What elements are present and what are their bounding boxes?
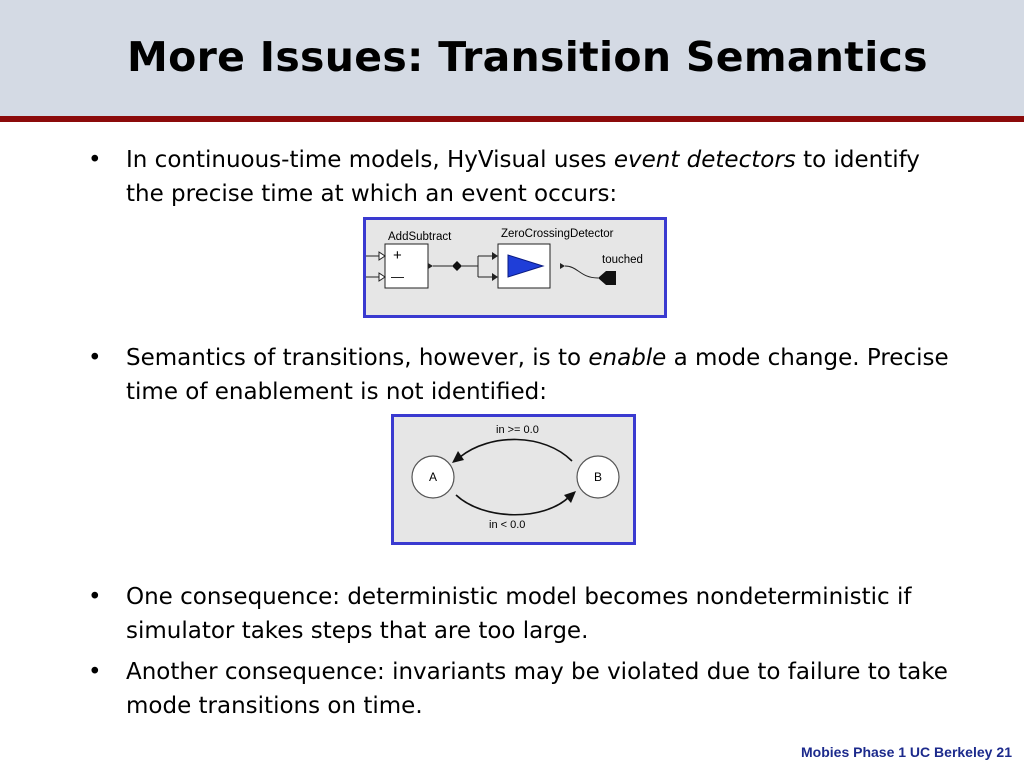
arrowhead-b-to-a-icon — [452, 451, 464, 463]
bullet-marker: • — [88, 659, 102, 685]
top-guard-label: in >= 0.0 — [496, 424, 539, 436]
page-number: 21 — [996, 744, 1012, 760]
transition-a-to-b — [455, 494, 570, 516]
detector-level-port-icon — [492, 273, 498, 281]
input-port-plus-icon — [378, 251, 386, 261]
input-port-minus-icon — [378, 272, 386, 282]
title-band — [0, 0, 1024, 116]
bullet-marker: • — [88, 345, 102, 371]
arrowhead-a-to-b-icon — [564, 491, 576, 503]
minus-sign: — — [391, 269, 404, 284]
bullet-text: In continuous-time models, HyVisual uses… — [126, 147, 920, 207]
state-a-label: A — [429, 470, 437, 484]
state-a-node — [411, 455, 455, 499]
bullet-marker: • — [88, 584, 102, 610]
bullet-text: Another consequence: invariants may be v… — [126, 659, 948, 719]
plus-sign: + — [393, 247, 402, 264]
detector-label: ZeroCrossingDetector — [501, 228, 614, 240]
bullet-text: One consequence: deterministic model bec… — [126, 584, 912, 644]
touched-output-icon — [598, 271, 616, 285]
add-subtract-label: AddSubtract — [388, 231, 452, 243]
bottom-guard-label: in < 0.0 — [489, 519, 525, 531]
detector-triangle-icon — [507, 254, 545, 278]
transition-b-to-a — [459, 438, 573, 462]
detector-output-port-icon — [560, 263, 565, 269]
zero-crossing-diagram: AddSubtract + — ZeroCrossingDetector tou… — [363, 217, 667, 318]
touched-label: touched — [602, 254, 643, 266]
state-machine-diagram-svg: in >= 0.0 in < 0.0 A B — [411, 424, 620, 531]
detector-input-port-icon — [492, 252, 498, 260]
slide-title: More Issues: Transition Semantics — [127, 33, 928, 81]
output-port-icon — [428, 263, 433, 269]
title-divider — [0, 116, 1024, 122]
state-b-node — [576, 455, 620, 499]
emphasis-event-detectors: event detectors — [613, 147, 796, 173]
bullet-marker: • — [88, 147, 102, 173]
relation-diamond-icon — [452, 261, 462, 271]
footer-text: Mobies Phase 1 UC Berkeley — [801, 744, 993, 760]
state-b-label: B — [594, 470, 602, 484]
emphasis-enable: enable — [588, 345, 667, 371]
state-machine-diagram: in >= 0.0 in < 0.0 A B — [391, 414, 636, 545]
zero-crossing-diagram-svg: AddSubtract + — ZeroCrossingDetector tou… — [366, 228, 643, 289]
bullet-text: Semantics of transitions, however, is to… — [126, 345, 949, 405]
output-wire — [564, 265, 599, 279]
